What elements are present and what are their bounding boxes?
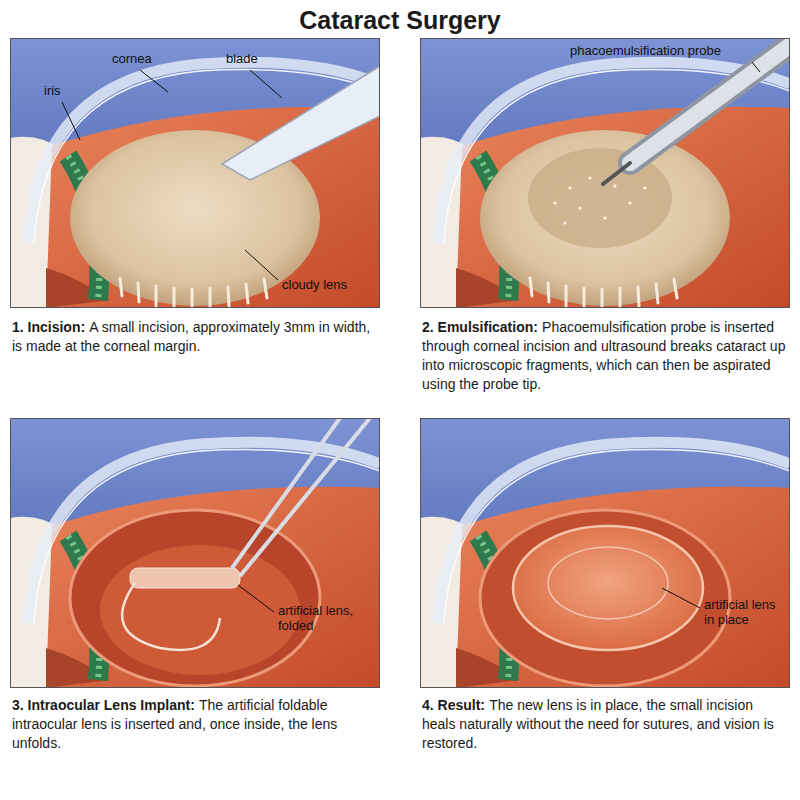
step-heading: 1. Incision: bbox=[12, 319, 85, 335]
step-heading: 3. Intraocular Lens Implant: bbox=[12, 697, 195, 713]
part-label: blade bbox=[226, 52, 258, 67]
part-label: cloudy lens bbox=[282, 278, 347, 293]
part-label: phacoemulsification probe bbox=[570, 44, 721, 59]
step-heading: 2. Emulsification: bbox=[422, 319, 538, 335]
step-caption: 3. Intraocular Lens Implant:The artifici… bbox=[12, 696, 378, 753]
step-caption: 4. Result:The new lens is in place, the … bbox=[422, 696, 788, 753]
part-label: cornea bbox=[112, 52, 152, 67]
step-caption: 2. Emulsification:Phacoemulsification pr… bbox=[422, 318, 788, 394]
step-caption: 1. Incision:A small incision, approximat… bbox=[12, 318, 378, 356]
part-label: artificial lens in place bbox=[704, 598, 784, 628]
part-label: iris bbox=[44, 84, 61, 99]
page-title: Cataract Surgery bbox=[0, 6, 800, 35]
part-label: artificial lens, folded bbox=[278, 604, 358, 634]
step-heading: 4. Result: bbox=[422, 697, 485, 713]
